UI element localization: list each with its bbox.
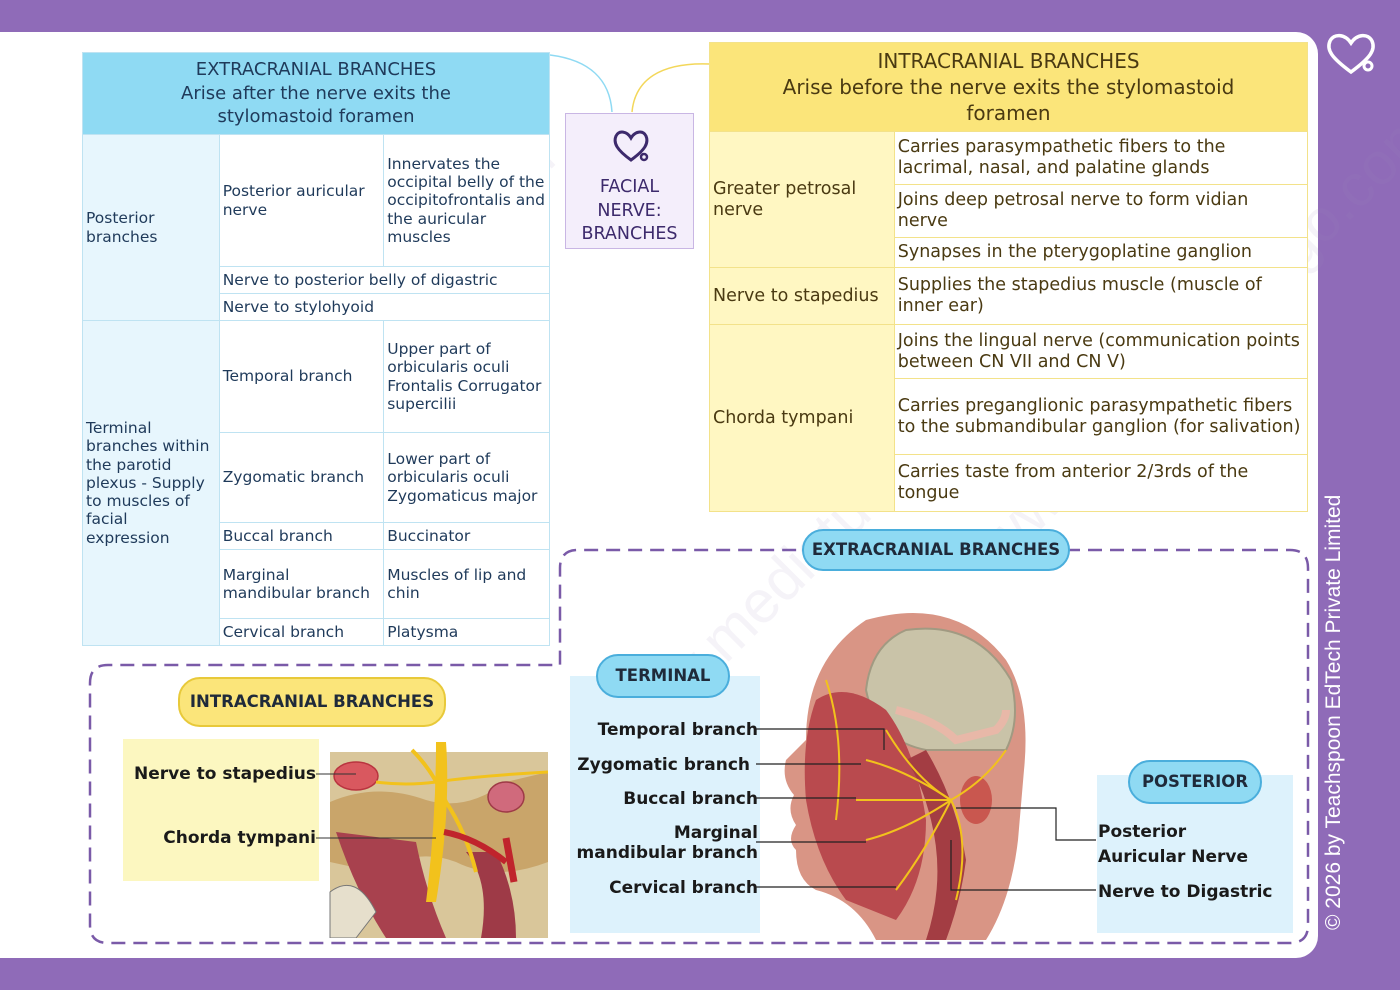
stapedius-desc: Supplies the stapedius muscle (muscle of… [893,267,1309,325]
chorda-tympani-caption: Chorda tympani [163,828,316,848]
buccal-branch-caption: Buccal branch [623,789,758,809]
chorda-desc-1: Joins the lingual nerve (communication p… [893,324,1309,379]
center-title-line1: FACIAL [599,177,660,197]
facial-nerve-title-box: FACIAL NERVE: BRANCHES [565,113,694,249]
nerve-to-stapedius-caption: Nerve to stapedius [133,764,316,784]
zygomatic-desc: Lower part of orbicularis oculi Zygomati… [383,432,550,523]
posterior-group-label: Posterior branches [82,134,220,321]
intracranial-table: INTRACRANIAL BRANCHES Arise before the n… [709,42,1309,512]
heart-stethoscope-logo-icon [1327,33,1375,75]
buccal-label: Buccal branch [218,522,385,550]
extracranial-heading: EXTRACRANIAL BRANCHES Arise after the ne… [82,52,550,135]
zygomatic-branch-caption: Zygomatic branch [577,755,750,775]
terminal-pill: TERMINAL [596,654,730,698]
temporal-label: Temporal branch [218,320,385,433]
temporal-bone-illustration [316,742,548,938]
zygomatic-label: Zygomatic branch [218,432,385,523]
intracranial-heading: INTRACRANIAL BRANCHES Arise before the n… [709,42,1308,132]
marginal-branch-caption-1: Marginal [673,823,758,843]
marginal-desc: Muscles of lip and chin [383,549,550,619]
posterior-pill: POSTERIOR [1128,760,1262,804]
center-title-line2: NERVE: [597,200,662,221]
intracranial-label-panel [123,739,319,881]
greater-petrosal-desc-3: Synapses in the pterygoplatine ganglion [893,237,1309,268]
chorda-desc-3: Carries taste from anterior 2/3rds of th… [893,454,1309,512]
greater-petrosal-label: Greater petrosal nerve [709,131,895,268]
marginal-branch-caption-2: mandibular branch [576,843,758,863]
posterior-auricular-desc: Innervates the occipital belly of the oc… [383,134,550,267]
chorda-tympani-label: Chorda tympani [709,324,895,512]
posterior-auricular-label: Posterior auricular nerve [218,134,385,267]
intracranial-branches-pill: INTRACRANIAL BRANCHES [178,677,446,727]
greater-petrosal-desc-2: Joins deep petrosal nerve to form vidian… [893,184,1309,238]
extracranial-table: EXTRACRANIAL BRANCHES Arise after the ne… [82,52,551,646]
connector-lines [549,54,711,113]
cervical-label: Cervical branch [218,618,385,646]
center-title-line3: BRANCHES [581,224,678,245]
heart-stethoscope-icon [613,130,649,162]
extracranial-branches-pill: EXTRACRANIAL BRANCHES [802,529,1070,571]
temporal-desc: Upper part of orbicularis oculi Frontali… [383,320,550,433]
chorda-desc-2: Carries preganglionic parasympathetic fi… [893,378,1309,455]
posterior-auricular-caption-2: Auricular Nerve [1098,847,1249,867]
terminal-group-label: Terminal branches within the parotid ple… [82,320,220,646]
greater-petrosal-desc-1: Carries parasympathetic fibers to the la… [893,131,1309,185]
stylohyoid-label: Nerve to stylohyoid [218,293,551,321]
nerve-to-digastric-caption: Nerve to Digastric [1098,882,1273,902]
temporal-branch-caption: Temporal branch [597,720,758,740]
lower-dashed-outline [88,548,1310,945]
terminal-label-panel [570,676,760,933]
marginal-label: Marginal mandibular branch [218,549,385,619]
copyright-text: © 2026 by Teachspoon EdTech Private Limi… [1322,494,1345,930]
posterior-auricular-caption-1: Posterior [1098,822,1187,842]
cervical-branch-caption: Cervical branch [609,878,758,898]
head-facial-nerve-illustration [756,613,1096,940]
stapedius-label: Nerve to stapedius [709,267,895,325]
digastric-label: Nerve to posterior belly of digastric [218,266,551,294]
cervical-desc: Platysma [383,618,550,646]
